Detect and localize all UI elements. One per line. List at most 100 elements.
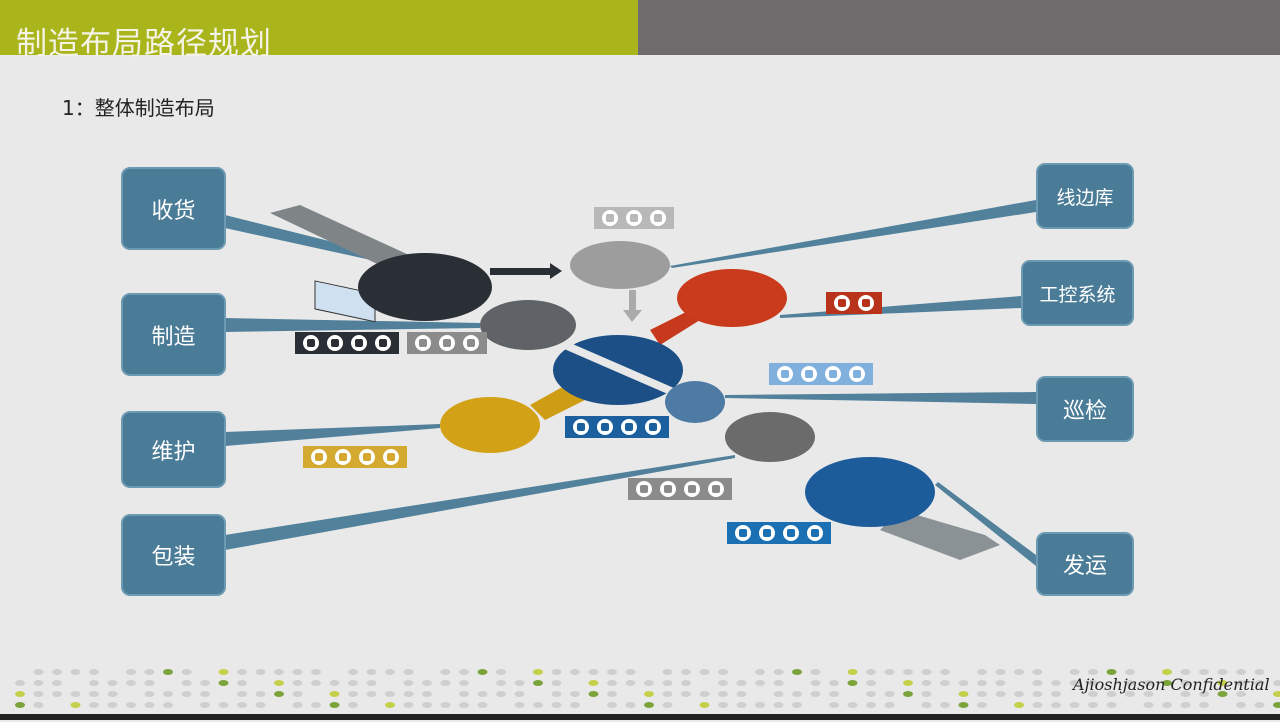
dot [958,680,969,686]
dot [1180,691,1191,697]
callout-shipping: 发运 [1036,532,1134,596]
dot [15,691,25,697]
dot [588,680,599,686]
dot [126,680,136,686]
platform-maintenance [440,397,540,453]
dot [514,680,525,686]
dot [810,669,821,675]
page-title: 制造布局路径规划 [16,26,272,62]
dot [422,680,432,686]
dot [292,669,303,675]
dot-pattern [15,669,1280,708]
dot [866,669,876,675]
dot [699,702,710,708]
dot [163,702,173,708]
dot [348,669,358,675]
icon-group-packaging [628,478,732,500]
dot [662,669,673,675]
dot [274,691,284,697]
dot [607,702,617,708]
dot [1180,702,1191,708]
dot [52,680,62,686]
platform-shipping [805,457,935,527]
dot [625,680,636,686]
dot [496,680,506,686]
dot [977,702,987,708]
dot [126,669,136,675]
dot [1032,669,1043,675]
dot [107,691,118,697]
dot [292,702,303,708]
dot [1069,702,1080,708]
dot [496,691,506,697]
dot [718,702,728,708]
dot [403,669,414,675]
dot [681,691,691,697]
dot [33,669,44,675]
dot [1217,691,1228,697]
dot [977,669,987,675]
dot [200,680,210,686]
dot [70,702,81,708]
road-shipping [880,510,1000,560]
dot [33,691,44,697]
dot [847,680,858,686]
dot [70,691,81,697]
dot [89,691,99,697]
dot [496,669,506,675]
dot [33,680,44,686]
dot [1032,680,1043,686]
dot [570,691,580,697]
dot [773,680,784,686]
dot [459,669,469,675]
dot [1254,702,1265,708]
dot [1162,702,1172,708]
dot [1236,669,1246,675]
dot [237,691,247,697]
dot [1180,680,1191,686]
dot [921,680,932,686]
dot [237,702,247,708]
dot [1236,702,1246,708]
dot [1106,669,1117,675]
dot [70,669,81,675]
dot [847,702,858,708]
dot [89,669,99,675]
dot [773,702,784,708]
dot [33,702,44,708]
dot [255,702,266,708]
dot [681,680,691,686]
dot [1217,669,1228,675]
dot [1032,691,1043,697]
header-bar-right [638,0,1280,55]
dot [903,669,913,675]
dot [163,691,173,697]
dot [218,669,229,675]
dot [311,680,321,686]
dot [89,702,99,708]
dot [755,680,765,686]
dot [810,680,821,686]
dot [366,680,377,686]
icon-group-inspection [769,363,873,385]
dot [681,669,691,675]
dot [15,680,25,686]
dot [200,702,210,708]
dot [829,702,839,708]
dot [866,702,876,708]
dot [958,691,969,697]
dot [662,680,673,686]
dot [1236,680,1246,686]
dot [551,680,562,686]
dot [218,702,229,708]
dot [662,702,673,708]
dot [1143,702,1154,708]
dot [514,702,525,708]
platform-manufacturing [480,300,576,350]
dot [977,691,987,697]
dot [1143,680,1154,686]
dot [644,680,654,686]
confidential-mark: Ajioshjason Confidential [1073,675,1270,694]
dot [218,680,229,686]
dot [1051,702,1061,708]
